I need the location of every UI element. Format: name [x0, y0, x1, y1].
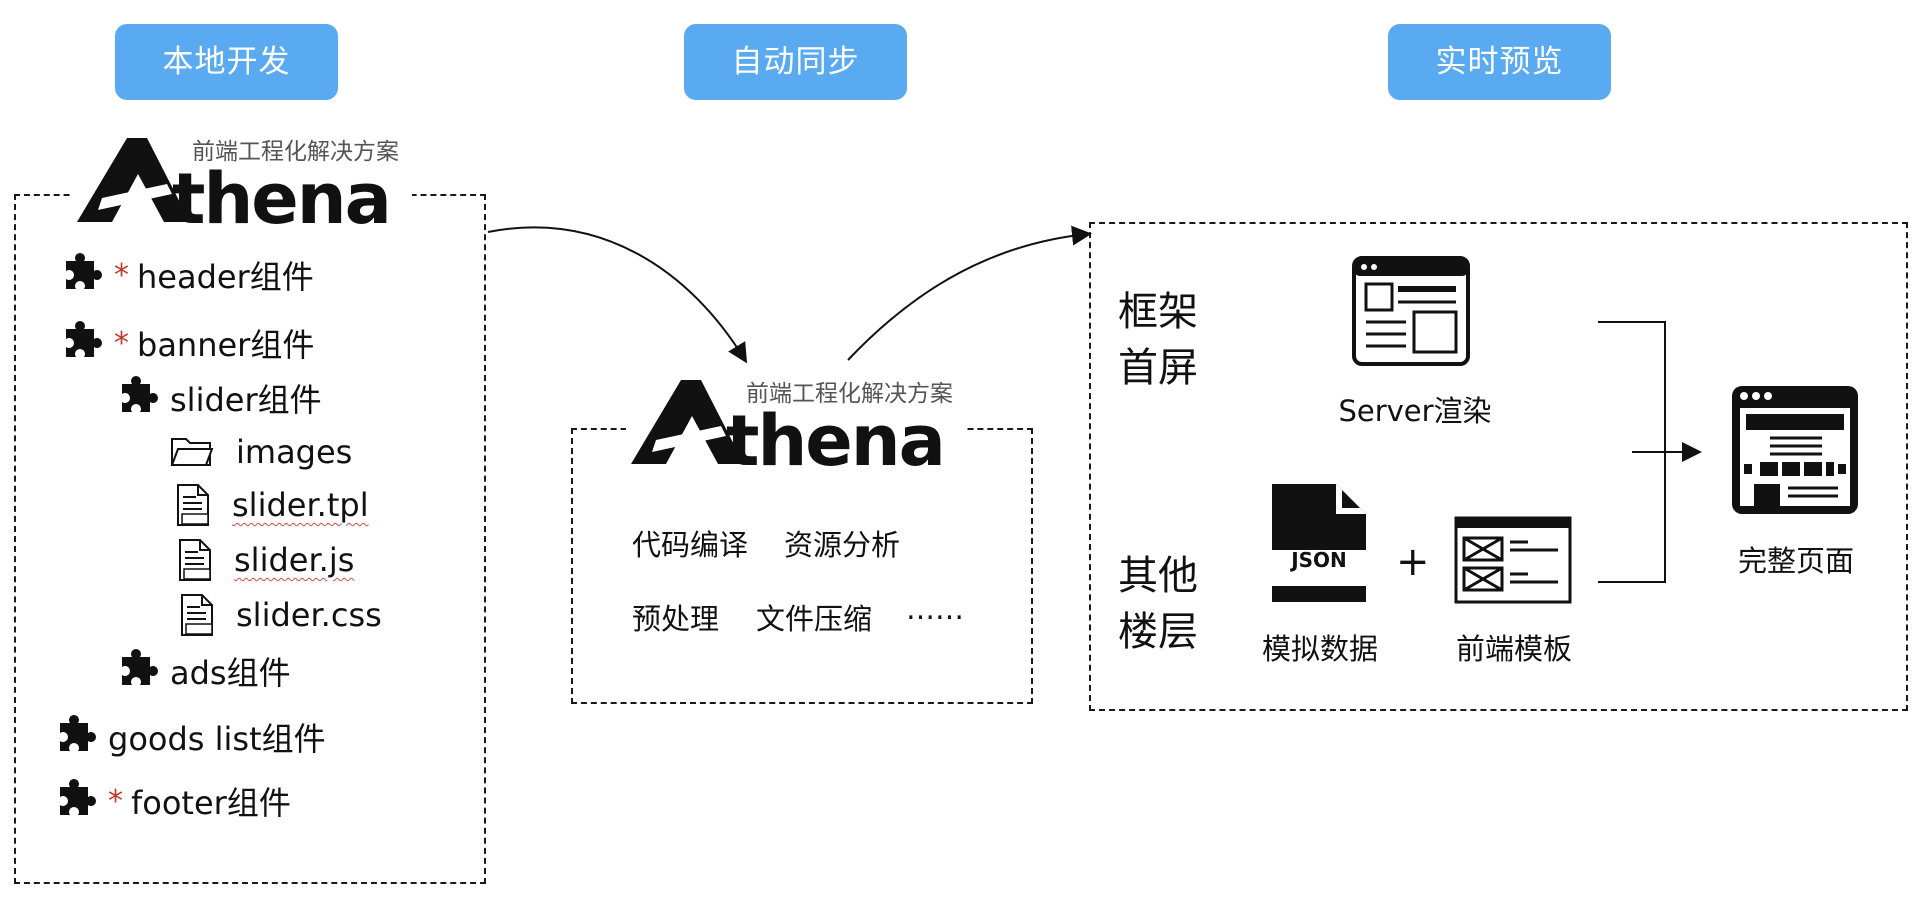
logo-word: thena: [172, 158, 392, 240]
caption-frontend-template: 前端模板: [1455, 632, 1572, 666]
logo-subtitle: 前端工程化解决方案: [192, 139, 399, 165]
puzzle-icon: [114, 376, 158, 420]
step-analyze: 资源分析: [784, 528, 901, 562]
step-preprocess: 预处理: [632, 602, 720, 636]
step-local-dev: 本地开发: [115, 24, 338, 100]
puzzle-icon: [52, 779, 96, 823]
tree-item-images: images: [170, 427, 352, 477]
plus-sign: +: [1396, 539, 1430, 585]
js-file-icon: [178, 538, 212, 582]
tree-item-label: goods list组件: [108, 720, 326, 758]
step-auto-sync: 自动同步: [684, 24, 907, 100]
json-badge: JSON: [1291, 548, 1347, 572]
label-other-floors: 其他 楼层: [1118, 553, 1198, 655]
tree-item-footer: * footer组件: [52, 776, 291, 826]
arrow-to-preview: [847, 225, 1092, 361]
wireframe-template-icon: [1454, 516, 1572, 604]
logo-word: thena: [726, 400, 946, 482]
tree-item-ads: ads组件: [114, 646, 291, 696]
tree-item-label: slider组件: [170, 381, 322, 419]
tree-item-header: * header组件: [58, 250, 314, 300]
tree-item-label: ads组件: [170, 654, 291, 692]
step-compress: 文件压缩: [756, 602, 873, 636]
puzzle-icon: [52, 715, 96, 759]
caption-server-render: Server渲染: [1338, 394, 1492, 428]
folder-icon: [170, 438, 214, 466]
tree-item-label: slider.tpl: [232, 486, 369, 524]
browser-layout-icon: [1352, 256, 1470, 366]
puzzle-icon: [114, 649, 158, 693]
athena-a-mark-icon: [631, 380, 744, 464]
tree-item-label: slider.css: [236, 596, 382, 634]
step-live-preview: 实时预览: [1388, 24, 1611, 100]
tree-item-slider-js: slider.js: [178, 535, 354, 585]
required-mark: *: [114, 257, 129, 293]
athena-a-mark-icon: [77, 138, 190, 222]
tree-item-label: footer组件: [131, 784, 291, 822]
tree-item-goods-list: goods list组件: [52, 712, 326, 762]
tree-item-label: slider.js: [234, 541, 355, 579]
required-mark: *: [108, 783, 123, 819]
logo-subtitle: 前端工程化解决方案: [746, 381, 953, 407]
tree-item-label: header组件: [137, 258, 314, 296]
required-mark: *: [114, 325, 129, 361]
json-file-icon: [1272, 484, 1366, 602]
preview-panel: [1089, 222, 1908, 711]
html-file-icon: [176, 483, 210, 527]
full-page-browser-icon: [1732, 386, 1858, 514]
tree-item-slider: slider组件: [114, 373, 322, 423]
puzzle-icon: [58, 253, 102, 297]
caption-mock-data: 模拟数据: [1261, 632, 1378, 666]
step-etc: ……: [906, 592, 964, 626]
tree-item-slider-tpl: slider.tpl: [176, 480, 369, 530]
step-compile: 代码编译: [632, 528, 749, 562]
athena-logo: 前端工程化解决方案 thena: [72, 128, 412, 234]
label-frame-first-screen: 框架 首屏: [1118, 289, 1198, 391]
tree-item-label: images: [236, 433, 353, 471]
css-file-icon: [180, 593, 214, 637]
arrow-to-build: [487, 226, 748, 364]
tree-item-label: banner组件: [137, 326, 315, 364]
tree-item-banner: * banner组件: [58, 318, 314, 368]
caption-full-page: 完整页面: [1737, 544, 1854, 578]
puzzle-icon: [58, 321, 102, 365]
athena-logo-build: 前端工程化解决方案 thena: [626, 370, 966, 476]
tree-item-slider-css: slider.css: [180, 590, 382, 640]
